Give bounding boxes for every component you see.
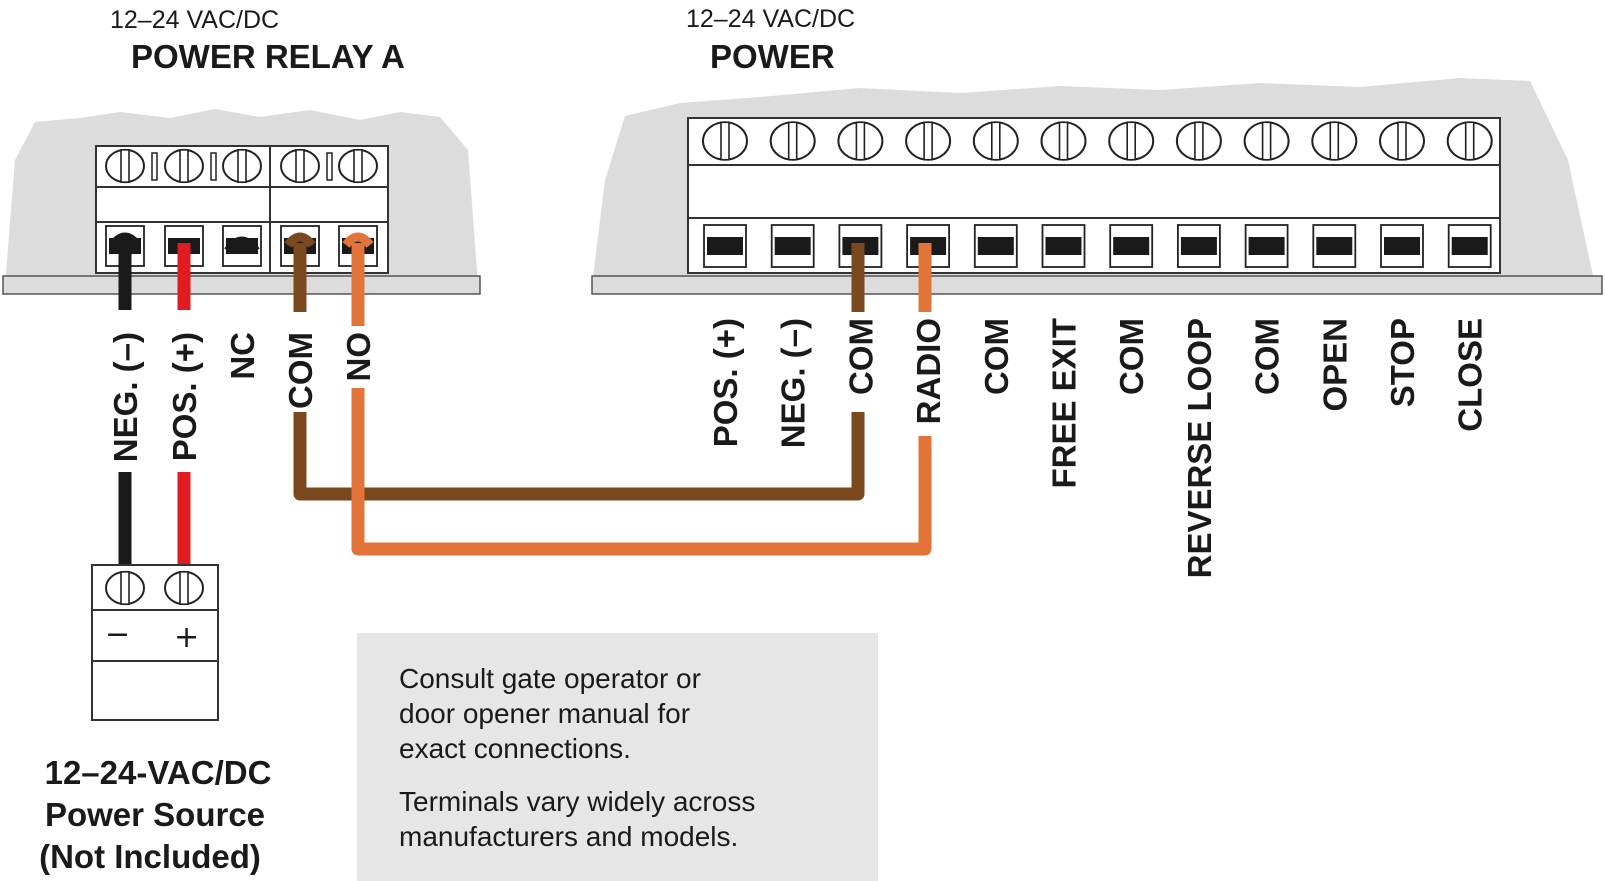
relay-screw-icon	[280, 148, 320, 184]
operator-terminal-hole	[1312, 224, 1357, 268]
relay-terminal-label: COM	[282, 332, 319, 409]
relay-terminal-label: NO	[340, 332, 377, 382]
power-source-block: − +	[91, 564, 219, 721]
operator-terminal-hole	[770, 224, 815, 268]
note-line-2: door opener manual for	[399, 698, 690, 729]
relay-board-edge	[2, 275, 481, 295]
note-line-5: manufacturers and models.	[399, 821, 738, 852]
relay-title: POWER RELAY A	[131, 38, 405, 75]
operator-terminal-hole	[1109, 224, 1154, 268]
operator-screw-icon	[837, 121, 884, 161]
source-screw-icon	[105, 570, 145, 606]
plus-sign: +	[174, 620, 199, 655]
operator-terminal-hole	[973, 224, 1018, 268]
operator-terminal-hole	[1177, 224, 1221, 268]
operator-terminal-hole	[1041, 224, 1086, 268]
relay-terminal-label: POS. (+)	[166, 332, 203, 461]
operator-screw-icon	[1311, 121, 1358, 161]
relay-terminal-block	[95, 145, 389, 274]
operator-terminal-hole	[703, 224, 747, 268]
operator-title: POWER	[710, 38, 835, 75]
operator-screw-icon	[769, 121, 816, 161]
operator-screw-icon	[702, 121, 748, 161]
wire-end-brown	[284, 232, 316, 248]
operator-terminal-label: COM	[1113, 318, 1150, 395]
operator-screw-icon	[905, 121, 952, 161]
operator-terminal-label: POS. (+)	[707, 318, 744, 447]
operator-screw-icon	[1040, 121, 1087, 161]
wire-end-orange	[342, 232, 374, 248]
operator-screw-icon	[1108, 121, 1155, 161]
operator-terminal-label: COM	[978, 318, 1015, 395]
operator-terminal-label: NEG. (–)	[775, 318, 812, 448]
note-line-4: Terminals vary widely across	[399, 786, 755, 817]
operator-terminal-labels: POS. (+) NEG. (–) COM RADIO COM FREE EXIT COM R…	[707, 318, 1489, 578]
relay-screw-icon	[105, 148, 145, 184]
relay-screw-icon	[222, 148, 262, 184]
operator-voltage-label: 12–24 VAC/DC	[686, 5, 855, 33]
operator-screw-icon	[972, 121, 1019, 161]
operator-terminal-label: CLOSE	[1452, 318, 1489, 432]
operator-terminal-label: COM	[842, 318, 879, 395]
wire-no-orange-lower	[351, 388, 932, 556]
wire-com-brown	[293, 412, 865, 501]
relay-terminal-labels: NEG. (–) POS. (+) NC COM NO	[107, 332, 377, 462]
operator-terminal-label: RADIO	[910, 318, 947, 424]
power-source-line-2: Power Source	[45, 796, 265, 833]
note-line-1: Consult gate operator or	[399, 663, 701, 694]
note-line-3: exact connections.	[399, 733, 631, 764]
operator-terminal-label: OPEN	[1316, 318, 1353, 412]
operator-terminal-hole	[1447, 224, 1492, 268]
note-box	[357, 633, 878, 881]
power-source-line-3: (Not Included)	[39, 838, 261, 875]
relay-screw-icon	[338, 148, 378, 184]
operator-screw-icon	[1446, 121, 1493, 161]
operator-terminal-hole	[1380, 224, 1424, 268]
wire-end-nc	[224, 236, 260, 254]
relay-terminal-label: NEG. (–)	[107, 332, 144, 462]
operator-terminal-label: REVERSE LOOP	[1181, 318, 1218, 578]
operator-screw-icon	[1379, 121, 1425, 161]
relay-voltage-label: 12–24 VAC/DC	[110, 6, 279, 34]
operator-terminal-block	[687, 117, 1501, 274]
operator-screw-icon	[1243, 121, 1290, 161]
operator-screw-icon	[1175, 121, 1222, 161]
power-source-line-1: 12–24-VAC/DC	[45, 754, 272, 791]
operator-terminal-label: COM	[1249, 318, 1286, 395]
wire-end-black	[109, 232, 141, 248]
relay-terminal-label: NC	[224, 332, 261, 380]
operator-terminal-label: FREE EXIT	[1046, 318, 1083, 489]
wires	[109, 232, 932, 565]
operator-board-edge	[591, 275, 1603, 295]
source-screw-icon	[164, 570, 204, 606]
operator-terminal-hole	[1244, 224, 1289, 268]
operator-terminal-label: STOP	[1384, 318, 1421, 407]
minus-sign: −	[105, 617, 130, 652]
relay-screw-icon	[164, 148, 204, 184]
